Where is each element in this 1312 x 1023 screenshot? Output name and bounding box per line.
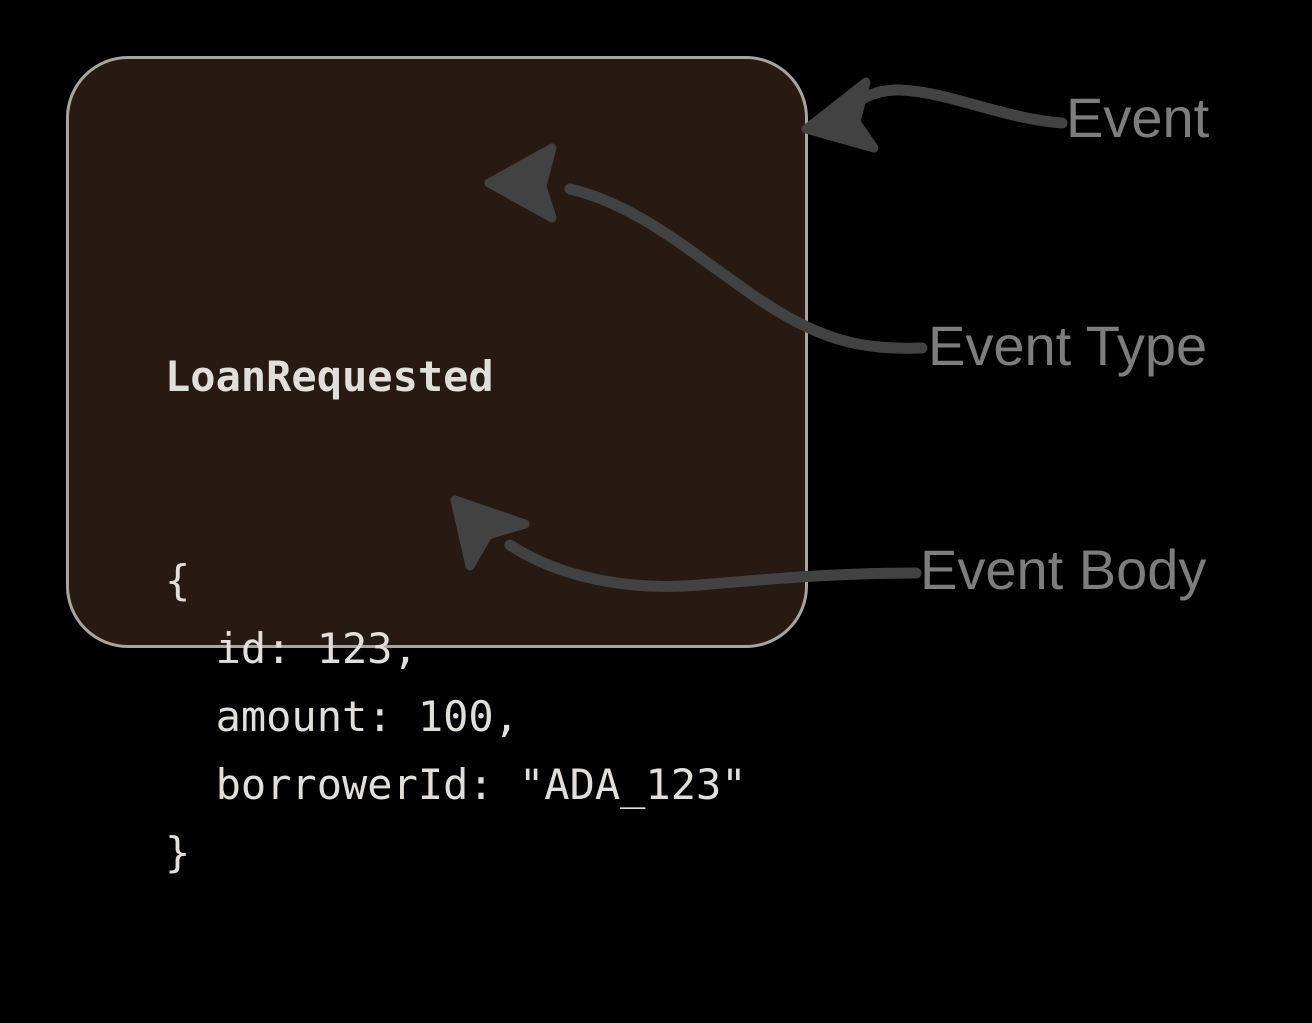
diagram-canvas: LoanRequested { id: 123, amount: 100, bo… [66, 56, 1210, 877]
event-type-text: LoanRequested [165, 352, 494, 401]
event-body-text: { id: 123, amount: 100, borrowerId: "ADA… [165, 556, 747, 877]
arrow-event [801, 77, 1068, 153]
event-code-block: LoanRequested { id: 123, amount: 100, bo… [165, 207, 747, 1023]
annotation-label-event: Event [1066, 86, 1210, 149]
annotation-label-event-type: Event Type [928, 314, 1208, 377]
event-card: LoanRequested { id: 123, amount: 100, bo… [66, 56, 808, 877]
annotation-label-event-body: Event Body [920, 538, 1207, 601]
